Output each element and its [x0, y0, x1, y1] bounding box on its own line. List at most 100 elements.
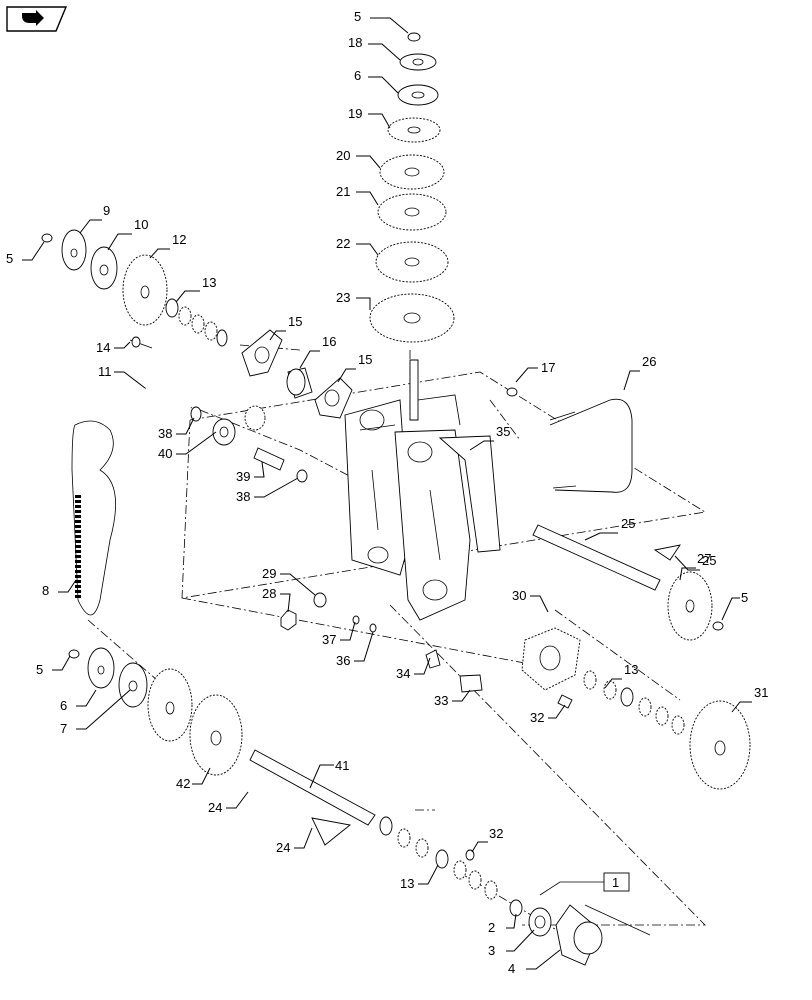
- callout-leader-p5d: [52, 655, 71, 671]
- part-label-p13b: 13: [624, 662, 638, 677]
- callout-leader-p38a: [176, 417, 195, 435]
- reference-box-label: 1: [612, 875, 619, 890]
- callout-leader-p32a: [548, 704, 566, 719]
- callout-leader-p21: [356, 191, 379, 206]
- part-label-p34: 34: [396, 666, 410, 681]
- part-label-p15b: 15: [358, 352, 372, 367]
- part-label-p13c: 13: [400, 876, 414, 891]
- callout-leader-p41: [309, 764, 334, 789]
- upper-left-sprockets: [41, 229, 228, 347]
- part-label-p26: 26: [642, 354, 656, 369]
- callout-leader-p27: [679, 567, 696, 581]
- part-label-p12: 12: [172, 232, 186, 247]
- callout-leader-p34: [414, 657, 431, 675]
- part-label-p29: 29: [262, 566, 276, 581]
- callout-leader-p40: [176, 431, 217, 455]
- callout-leader-p32b: [471, 841, 488, 853]
- part-label-p7: 7: [60, 721, 67, 736]
- callout-leader-p2: [506, 913, 517, 929]
- part-label-p37: 37: [322, 632, 336, 647]
- part-label-p41: 41: [335, 758, 349, 773]
- page-turn-icon[interactable]: [4, 4, 70, 34]
- part-label-p9: 9: [103, 203, 110, 218]
- callout-leader-p22: [356, 243, 379, 256]
- part-label-p42: 42: [176, 776, 190, 791]
- part-label-p17: 17: [541, 360, 555, 375]
- callout-leader-p8: [58, 579, 77, 593]
- part-label-p8: 8: [42, 583, 49, 598]
- callout-leader-p10: [107, 233, 132, 251]
- part-label-p32b: 32: [489, 826, 503, 841]
- callout-leader-p15b: [337, 368, 356, 383]
- callout-leader-p11: [114, 371, 146, 389]
- callout-leader-p28: [280, 593, 291, 613]
- bearing-housing: [509, 899, 651, 966]
- callout-leader-p5c: [721, 597, 740, 621]
- callout-leader-p39: [254, 461, 265, 478]
- callout-leader-p33: [452, 689, 471, 702]
- callout-leader-p17: [515, 367, 538, 383]
- part-label-p24a: 24: [208, 800, 222, 815]
- callout-leader-p19: [368, 113, 391, 129]
- callout-leader-p38b: [254, 477, 299, 498]
- callout-leader-p35: [469, 440, 494, 451]
- callout-leader-p18: [368, 43, 401, 61]
- part-label-p36: 36: [336, 653, 350, 668]
- callout-leader-p25a: [584, 532, 618, 541]
- part-label-p25b: 25: [702, 553, 716, 568]
- part-label-p13a: 13: [202, 275, 216, 290]
- part-label-p11: 11: [98, 364, 112, 379]
- part-label-p5a: 5: [354, 9, 361, 24]
- part-label-p20: 20: [336, 148, 350, 163]
- callout-leader-p31: [731, 701, 752, 713]
- part-label-p31: 31: [754, 685, 768, 700]
- callout-leader-p24a: [226, 791, 249, 809]
- part-label-p40: 40: [158, 446, 172, 461]
- callout-leader-p15a: [269, 330, 286, 341]
- callout-leader-p29: [280, 573, 316, 596]
- part-label-p28: 28: [262, 586, 276, 601]
- callout-leader-p16: [299, 350, 320, 369]
- callout-leader-p30: [530, 595, 549, 613]
- callout-leader-p24b: [294, 827, 313, 849]
- part-label-p25a: 25: [621, 516, 635, 531]
- sprocket-stack: [369, 32, 455, 343]
- part-label-p16: 16: [322, 334, 336, 349]
- part-label-p18: 18: [348, 35, 362, 50]
- drive-chain: [71, 420, 116, 616]
- part-label-p30: 30: [512, 588, 526, 603]
- part-label-p24b: 24: [276, 840, 290, 855]
- part-label-p19: 19: [348, 106, 362, 121]
- bolts-left: [129, 336, 308, 483]
- callout-leader-p20: [356, 155, 381, 169]
- part-label-p21: 21: [336, 184, 350, 199]
- part-label-p5c: 5: [741, 590, 748, 605]
- part-label-p39: 39: [236, 469, 250, 484]
- callout-leader-p42: [192, 767, 211, 785]
- part-callouts: 2345555667891011121313131415151617181920…: [6, 9, 768, 976]
- callout-leader-p36: [354, 631, 374, 662]
- callout-leader-p5a: [370, 17, 409, 34]
- part-label-p22: 22: [336, 236, 350, 251]
- part-label-p14: 14: [96, 340, 110, 355]
- lower-shaft: [249, 749, 498, 900]
- part-label-p10: 10: [134, 217, 148, 232]
- callout-leader-p5b: [22, 241, 45, 261]
- u-bolt: [506, 387, 633, 493]
- callout-leader-p23: [356, 297, 371, 310]
- callout-leader-p13a: [175, 290, 200, 303]
- callout-leader-p4: [526, 949, 561, 970]
- part-label-p33: 33: [434, 693, 448, 708]
- callout-leader-p9: [79, 219, 102, 234]
- callout-leader-p6a: [368, 76, 399, 94]
- part-label-p6b: 6: [60, 698, 67, 713]
- small-hardware: [280, 592, 483, 693]
- callout-leader-p13c: [418, 864, 439, 885]
- part-label-p32a: 32: [530, 710, 544, 725]
- part-label-p15a: 15: [288, 314, 302, 329]
- part-label-p5d: 5: [36, 662, 43, 677]
- callout-leader-p3: [506, 929, 535, 952]
- part-label-p35: 35: [496, 424, 510, 439]
